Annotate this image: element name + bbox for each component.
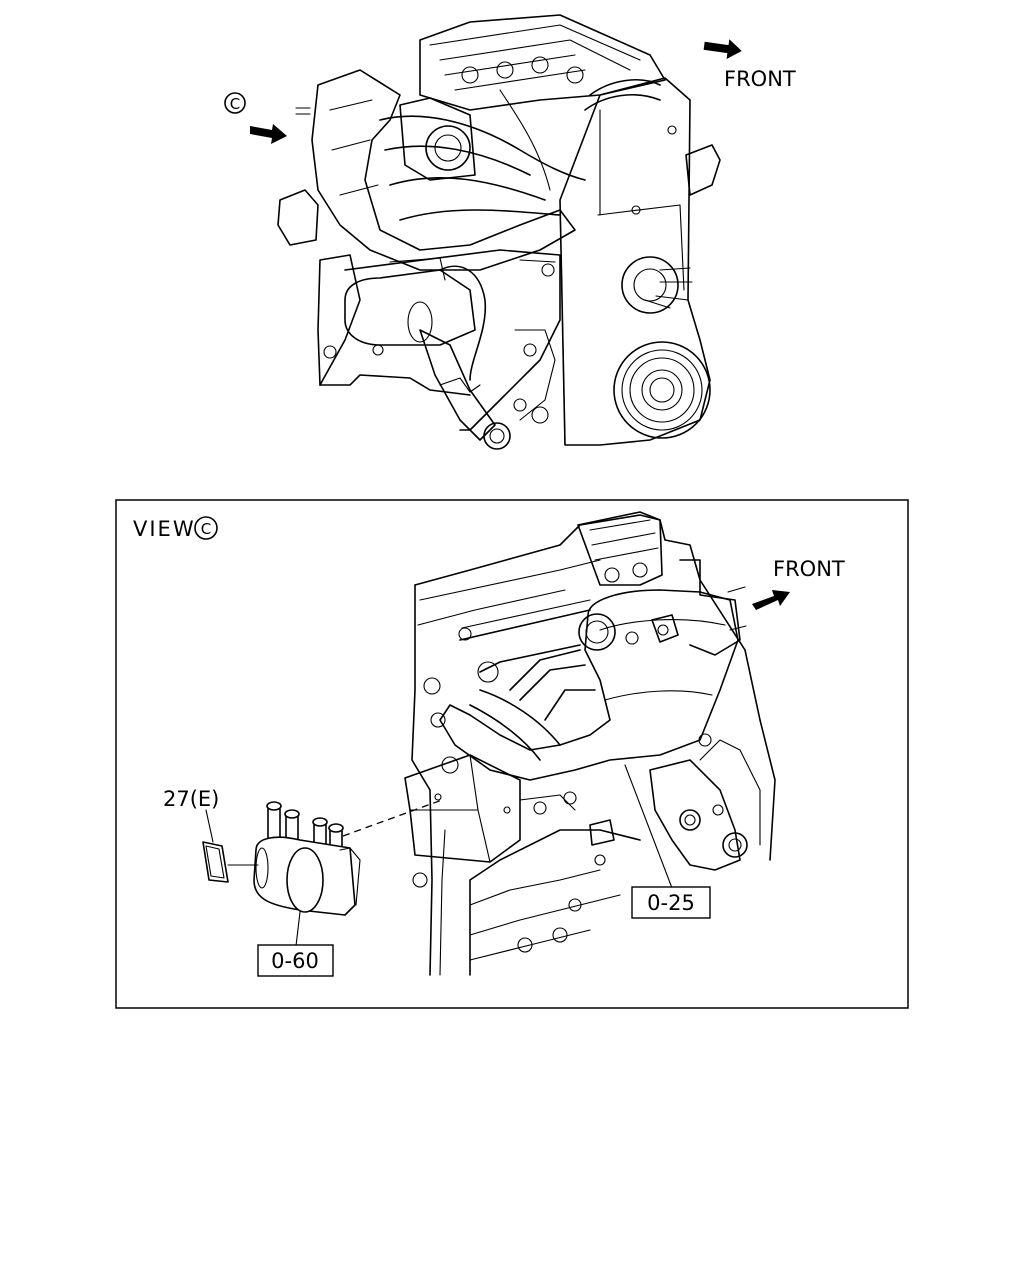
svg-text:C: C: [230, 95, 240, 113]
view-c-frame: [115, 499, 909, 1009]
view-direction-arrow-icon: [250, 124, 287, 144]
gasket-callout: 27(E): [163, 787, 219, 811]
front-arrow-icon: [703, 39, 742, 60]
view-title-text: VIEW: [133, 517, 196, 541]
front-label-detail: FRONT: [773, 557, 845, 581]
engine-assembly-illustration: [277, 14, 721, 450]
front-label-top: FRONT: [724, 67, 796, 91]
front-arrow-detail-icon: [752, 590, 790, 610]
coil-callout: 0-60: [271, 949, 319, 973]
gasket-leader-line: [205, 809, 214, 843]
view-title-marker: C: [201, 520, 211, 538]
coil-callout-box: 0-60: [257, 944, 334, 977]
gasket-illustration: [202, 841, 259, 883]
view-c-marker: C: [224, 92, 246, 114]
mounting-direction-line: [342, 799, 443, 837]
ignition-coil-illustration: [253, 801, 361, 916]
coil-leader-line: [295, 911, 301, 947]
manifold-callout: 0-25: [647, 891, 695, 915]
manifold-callout-box: 0-25: [631, 886, 711, 919]
manifold-leader-line: [624, 764, 673, 889]
view-c-title: VIEW C: [133, 516, 218, 541]
intake-manifold-illustration: [404, 511, 776, 976]
